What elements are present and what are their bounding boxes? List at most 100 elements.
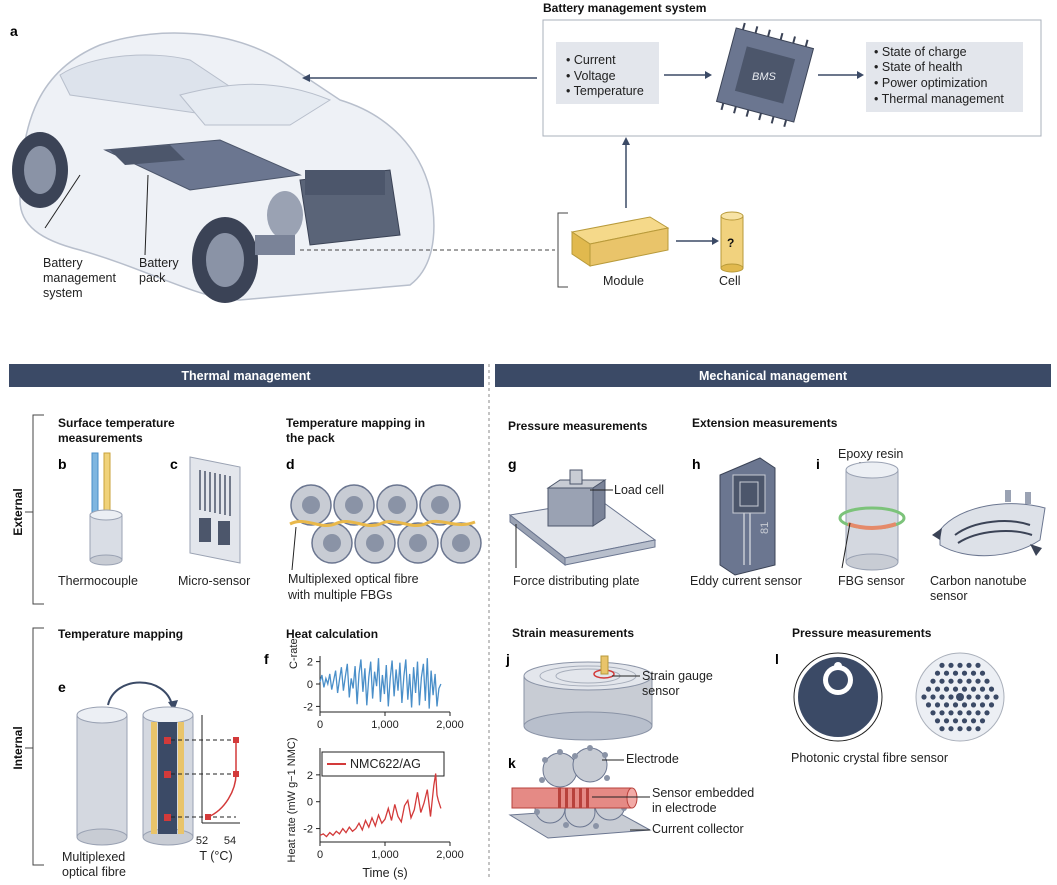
fibre-hole: [984, 694, 990, 700]
y-tick-label: -2: [303, 701, 313, 713]
fibre-hole: [970, 686, 977, 692]
fibre-hole: [952, 702, 959, 708]
fibre-hole: [961, 718, 968, 724]
panel-letter-b: b: [58, 456, 67, 472]
thermocouple-icon: [89, 452, 123, 566]
surface-title-2: measurements: [58, 431, 143, 445]
fibre-hole: [939, 710, 945, 716]
eddy-current-sensor-icon: [719, 457, 776, 576]
label-bms-2: management: [43, 271, 116, 285]
x-tick-label: 0: [317, 849, 323, 861]
mapping-pack-title-1: Temperature mapping in: [286, 416, 425, 430]
fibre-hole: [979, 670, 986, 676]
bms-title: Battery management system: [543, 1, 706, 15]
heat-title: Heat calculation: [286, 627, 378, 641]
y-tick-label: 0: [307, 679, 313, 691]
car-illustration: [12, 32, 435, 303]
heat-rate-chart: Heat rate (mW g−1 NMC) Time (s) NMC622/A…: [286, 738, 464, 881]
carbon-nanotube-sensor-icon: [932, 490, 1046, 557]
label-pack-2: pack: [139, 271, 166, 285]
fibre-core: [956, 693, 964, 701]
fibre-hole: [925, 686, 932, 692]
fibre-hole: [948, 678, 954, 684]
mechanical-header: Mechanical management: [699, 369, 848, 383]
label-pack-1: Battery: [139, 256, 179, 270]
fibre-hole: [930, 710, 936, 716]
bms-output-soc: • State of charge: [874, 45, 967, 59]
label-bms-1: Battery: [43, 256, 83, 270]
bms-output-thermal: • Thermal management: [874, 92, 1004, 106]
fibre-hole: [948, 726, 954, 732]
fibre-hole: [961, 702, 968, 708]
y-tick-label: -2: [303, 824, 313, 836]
cell-question-mark: ?: [727, 236, 734, 250]
pressure-title-1: Pressure measurements: [508, 419, 648, 433]
panel-letter-e: e: [58, 679, 66, 695]
legend-entry: NMC622/AG: [350, 757, 421, 771]
surface-title-1: Surface temperature: [58, 416, 175, 430]
embedded-label-1: Sensor embedded: [652, 786, 754, 800]
series-line: [319, 773, 442, 838]
pressure-title-2: Pressure measurements: [792, 626, 932, 640]
fibre-hole: [943, 702, 950, 708]
strain-gauge-label-1: Strain gauge: [642, 669, 713, 683]
fibre-hole: [930, 678, 936, 684]
side-label-internal: Internal: [11, 726, 25, 769]
fibre-hole: [939, 694, 945, 700]
fibre-hole: [934, 702, 941, 708]
fibre-hole: [957, 662, 963, 668]
bms-input-current: • Current: [566, 53, 616, 67]
fibre-hole: [988, 686, 995, 692]
c-rate-axis-label: C-rate: [288, 638, 300, 669]
panel-letter-f: f: [264, 651, 269, 667]
panel-letter-h: h: [692, 456, 701, 472]
panel-letter-i: i: [816, 456, 820, 472]
electrode-label: Electrode: [626, 752, 679, 766]
fibre-hole: [930, 694, 936, 700]
curved-arrow: [107, 681, 173, 706]
y-tick-label: 2: [307, 657, 313, 669]
e-label-2: optical fibre: [62, 865, 126, 879]
collector-label: Current collector: [652, 822, 744, 836]
thermal-header-bar: [9, 364, 484, 387]
bms-chip-label: BMS: [752, 71, 777, 83]
fibre-hole: [921, 694, 927, 700]
fibre-hole: [948, 694, 954, 700]
cell-plain-icon: [76, 706, 128, 846]
cnt-label-1: Carbon nanotube: [930, 574, 1027, 588]
fibre-hole: [957, 726, 963, 732]
fibre-hole: [966, 678, 972, 684]
fibre-hole: [966, 694, 972, 700]
panel-letter-j: j: [505, 651, 510, 667]
fibre-hole: [925, 702, 932, 708]
panel-letter-k: k: [508, 755, 516, 771]
embedded-label-2: in electrode: [652, 801, 717, 815]
x-tick-label: 1,000: [371, 849, 399, 861]
fibre-label-1: Multiplexed optical fibre: [288, 572, 419, 586]
fibre-label-2: with multiple FBGs: [287, 588, 392, 602]
thermal-header: Thermal management: [181, 369, 311, 383]
coin-cell-icon: [523, 655, 653, 741]
electrode-cross-section-icon: [508, 745, 652, 839]
photonic-fibre-hollow-icon: [793, 652, 883, 742]
x-tick-label: 0: [317, 719, 323, 731]
micro-sensor-icon: [189, 456, 241, 564]
module-block-icon: [570, 216, 670, 267]
fibre-hole: [979, 718, 986, 724]
plate-label: Force distributing plate: [513, 574, 640, 588]
fibre-hole: [979, 702, 986, 708]
fibre-hole: [939, 662, 945, 668]
fibre-hole: [961, 670, 968, 676]
fibre-hole: [934, 718, 941, 724]
bms-chip-icon: BMS: [715, 22, 815, 128]
x-tick-label: 2,000: [436, 849, 464, 861]
fibre-hole: [970, 702, 977, 708]
fibre-hole: [966, 710, 972, 716]
label-bms-3: system: [43, 286, 83, 300]
mapping-pack-title-2: the pack: [286, 431, 335, 445]
e-axis-label: T (°C): [199, 849, 232, 863]
cell-with-fibre-icon: [142, 706, 194, 846]
cell-cylinder-icon: [720, 211, 744, 273]
